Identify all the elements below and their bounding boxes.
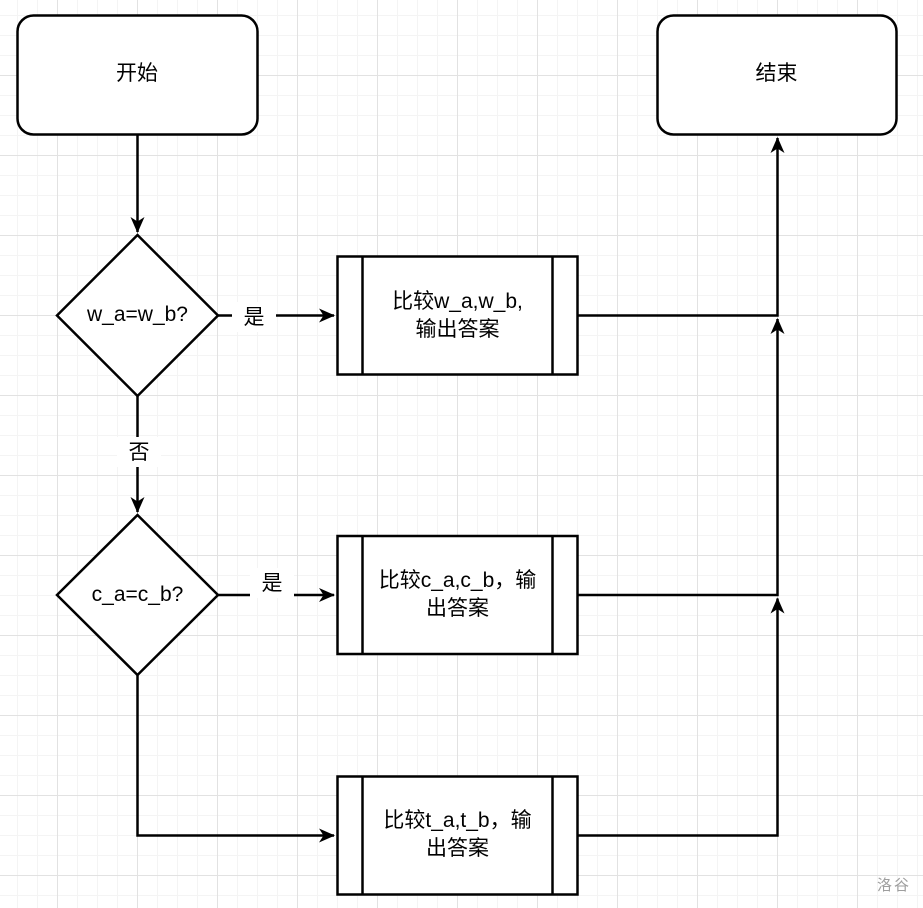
process1-label: 比较w_a,w_b, 输出答案 (392, 289, 523, 341)
start-node-shape (16, 14, 259, 136)
edge-process3-to-merge (578, 597, 785, 837)
decision2-shape (55, 513, 220, 677)
edge-label-no: 否 (117, 437, 161, 467)
edge-label-yes-2: 是 (250, 568, 294, 598)
decision1-label: w_a=w_b? (87, 303, 188, 327)
process3-shape (336, 775, 579, 896)
decision1-shape (55, 233, 220, 398)
edge-process1-to-end (578, 137, 785, 317)
end-node-shape (656, 14, 898, 136)
luogu-watermark: 洛谷 (876, 877, 911, 894)
end-label: 结束 (755, 62, 798, 86)
start-label: 开始 (116, 62, 158, 86)
process2-shape (336, 534, 579, 656)
process2-label: 比较c_a,c_b，输 出答案 (378, 568, 537, 620)
process1-shape (336, 255, 579, 376)
decision2-label: c_a=c_b? (91, 582, 184, 606)
process3-label: 比较t_a,t_b，输 出答案 (383, 808, 532, 860)
edge-decision2-to-process3 (136, 675, 335, 843)
edge-label-yes-1: 是 (232, 302, 276, 332)
edge-process2-to-merge (578, 318, 785, 597)
